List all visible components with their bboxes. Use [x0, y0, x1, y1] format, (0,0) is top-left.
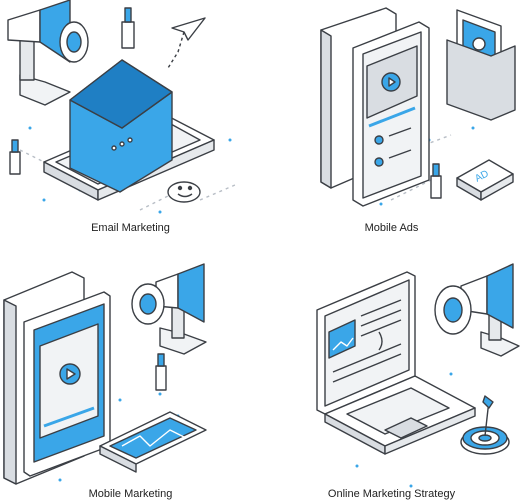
- paper-plane-icon: [171, 17, 206, 41]
- megaphone-icon: [7, 0, 89, 106]
- tile-mobile-ads: AD Mobile Ads: [261, 0, 522, 250]
- envelope-icon: [69, 59, 173, 193]
- tile-email-marketing: Email Marketing: [0, 0, 261, 250]
- tile-caption: Mobile Ads: [364, 222, 419, 234]
- pin-icon: [121, 7, 135, 49]
- tile-mobile-marketing: Mobile Marketing: [0, 250, 261, 500]
- tile-caption: Mobile Marketing: [88, 488, 173, 500]
- megaphone-icon: [434, 263, 520, 357]
- tile-caption: Online Marketing Strategy: [327, 488, 456, 500]
- mobile-marketing-illustration: [3, 263, 207, 485]
- ad-badge-icon: AD: [456, 159, 514, 201]
- tile-online-marketing-strategy: Online Marketing Strategy: [261, 250, 522, 500]
- film-strip-icon: [446, 9, 516, 121]
- mobile-ads-illustration: AD: [320, 7, 516, 207]
- online-marketing-strategy-illustration: [316, 263, 520, 488]
- laptop-icon: [316, 271, 476, 455]
- megaphone-icon: [131, 263, 207, 355]
- smartphone-icon: [23, 291, 111, 477]
- email-marketing-illustration: [7, 0, 236, 214]
- smartphone-icon: [352, 21, 430, 207]
- target-icon: [460, 395, 510, 455]
- smiley-icon: [167, 181, 201, 203]
- tile-caption: Email Marketing: [91, 222, 170, 234]
- image-card-icon: [99, 411, 207, 473]
- image-icon: [328, 319, 356, 359]
